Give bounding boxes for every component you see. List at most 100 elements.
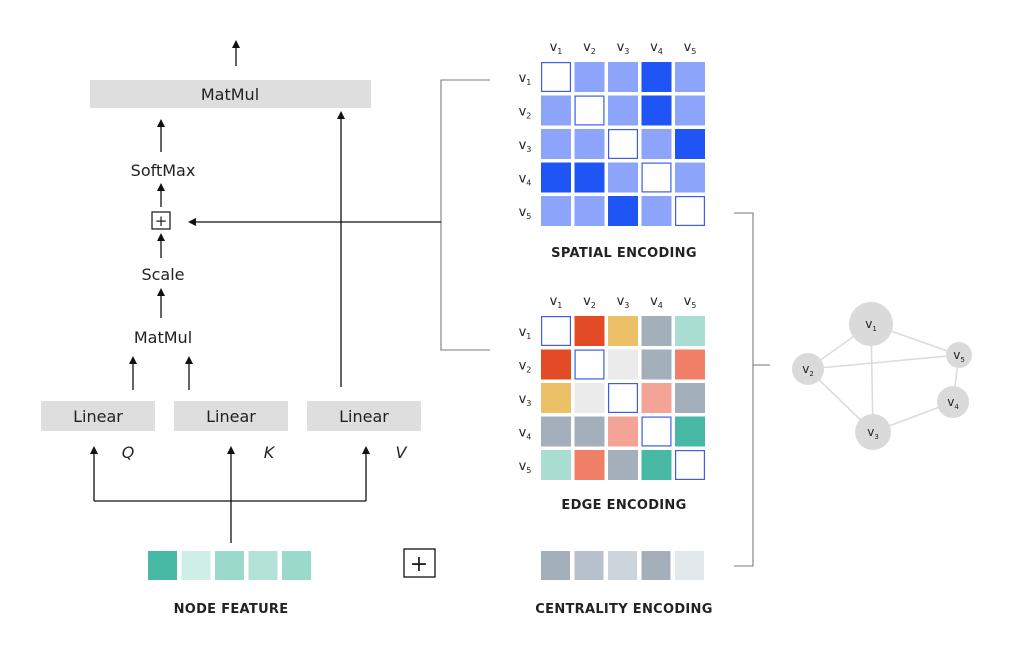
edge-cell xyxy=(641,349,672,380)
edge-cell xyxy=(641,316,672,346)
graph-node-label: v5 xyxy=(953,348,965,364)
spatial-cell xyxy=(608,95,638,126)
node-feature-cell xyxy=(248,551,278,580)
edge-cell xyxy=(574,416,605,447)
edge-cell xyxy=(541,383,571,413)
edge-cell xyxy=(541,416,571,447)
add-operator-icon: + xyxy=(155,212,168,230)
spatial-edge-bracket xyxy=(440,79,490,351)
plus-box xyxy=(403,548,436,578)
edge-encoding-title: EDGE ENCODING xyxy=(561,498,686,513)
graph-node xyxy=(849,302,893,346)
edge-cell xyxy=(675,383,705,413)
spatial-cell xyxy=(675,162,705,193)
spatial-cell xyxy=(540,61,571,92)
spatial-cell xyxy=(574,196,605,226)
spatial-encoding-title: SPATIAL ENCODING xyxy=(551,246,697,261)
spatial-cell xyxy=(541,162,571,193)
matmul-bottom-label: MatMul xyxy=(134,328,192,347)
spatial-cell xyxy=(675,95,705,126)
edge-row-label: v3 xyxy=(519,392,532,408)
spatial-row-label: v4 xyxy=(519,172,532,188)
k-label: K xyxy=(264,443,276,462)
edge-cell xyxy=(675,316,705,346)
edge-col-label: v2 xyxy=(583,294,596,310)
edge-cell xyxy=(541,450,571,480)
edge-cell xyxy=(574,316,605,346)
spatial-cell xyxy=(674,196,705,227)
spatial-cell xyxy=(641,162,672,193)
edge-cell xyxy=(641,450,672,480)
edge-cell xyxy=(674,450,705,481)
spatial-cell xyxy=(608,62,638,92)
spatial-cell xyxy=(574,95,605,126)
spatial-cell xyxy=(541,129,571,159)
spatial-row-label: v2 xyxy=(519,105,532,121)
plus-icon: + xyxy=(410,552,428,577)
node-feature-cell xyxy=(181,551,211,580)
softmax-label: SoftMax xyxy=(131,161,196,180)
spatial-cell xyxy=(574,129,605,159)
graph-node-label: v2 xyxy=(802,362,814,378)
graph-node-label: v3 xyxy=(867,425,879,441)
matmul-top-box xyxy=(90,80,371,108)
edge-cell xyxy=(607,383,638,414)
edge-cell xyxy=(608,349,638,380)
add-operator-box xyxy=(151,211,171,230)
graph-node xyxy=(946,342,972,368)
node-feature-cell xyxy=(282,551,311,580)
spatial-cell xyxy=(641,95,672,126)
graph-node xyxy=(937,386,969,418)
edge-cell xyxy=(608,450,638,480)
edge-col-label: v1 xyxy=(550,294,563,310)
centrality-cell xyxy=(608,551,637,580)
spatial-col-label: v5 xyxy=(684,40,697,56)
edge-cell xyxy=(675,416,705,447)
edge-cell xyxy=(641,383,672,413)
edge-cell xyxy=(675,349,705,380)
spatial-cell xyxy=(541,196,571,226)
encoding-connectors xyxy=(188,79,770,567)
centrality-encoding-cells xyxy=(541,551,704,580)
spatial-col-label: v4 xyxy=(650,40,663,56)
edge-cell xyxy=(608,416,638,447)
v-label: V xyxy=(396,443,408,462)
centrality-cell xyxy=(541,551,570,580)
centrality-cell xyxy=(675,551,704,580)
edge-cell xyxy=(541,349,571,380)
centrality-cell xyxy=(574,551,604,580)
spatial-cell xyxy=(541,95,571,126)
edge-col-label: v5 xyxy=(684,294,697,310)
spatial-col-label: v2 xyxy=(583,40,596,56)
edge-row-label: v5 xyxy=(519,459,532,475)
matmul-top-label: MatMul xyxy=(201,85,259,104)
edge-cell xyxy=(574,349,605,380)
spatial-cell xyxy=(574,62,605,92)
edge-row-label: v2 xyxy=(519,359,532,375)
graph-edge xyxy=(807,354,960,370)
edge-cell xyxy=(608,316,638,346)
spatial-row-label: v1 xyxy=(519,71,532,87)
linear-box-v xyxy=(307,401,421,431)
linear-label-q: Linear xyxy=(73,407,123,426)
edge-cell xyxy=(641,416,672,447)
spatial-row-label: v5 xyxy=(519,205,532,221)
node-feature-cells xyxy=(148,551,311,580)
attention-block: MatMul SoftMax + Scale MatMul Linear Lin… xyxy=(41,40,421,543)
q-label: Q xyxy=(122,443,135,462)
centrality-encoding-title: CENTRALITY ENCODING xyxy=(535,602,712,617)
graph-bracket xyxy=(734,212,754,567)
edge-cell xyxy=(540,316,571,347)
graph-node-label: v1 xyxy=(865,317,877,333)
node-feature-cell xyxy=(215,551,244,580)
centrality-cell xyxy=(641,551,671,580)
edge-col-label: v4 xyxy=(650,294,663,310)
linear-box-k xyxy=(174,401,288,431)
spatial-cell xyxy=(641,196,672,226)
edge-cell xyxy=(574,383,605,413)
spatial-col-label: v1 xyxy=(550,40,563,56)
spatial-col-label: v3 xyxy=(617,40,630,56)
